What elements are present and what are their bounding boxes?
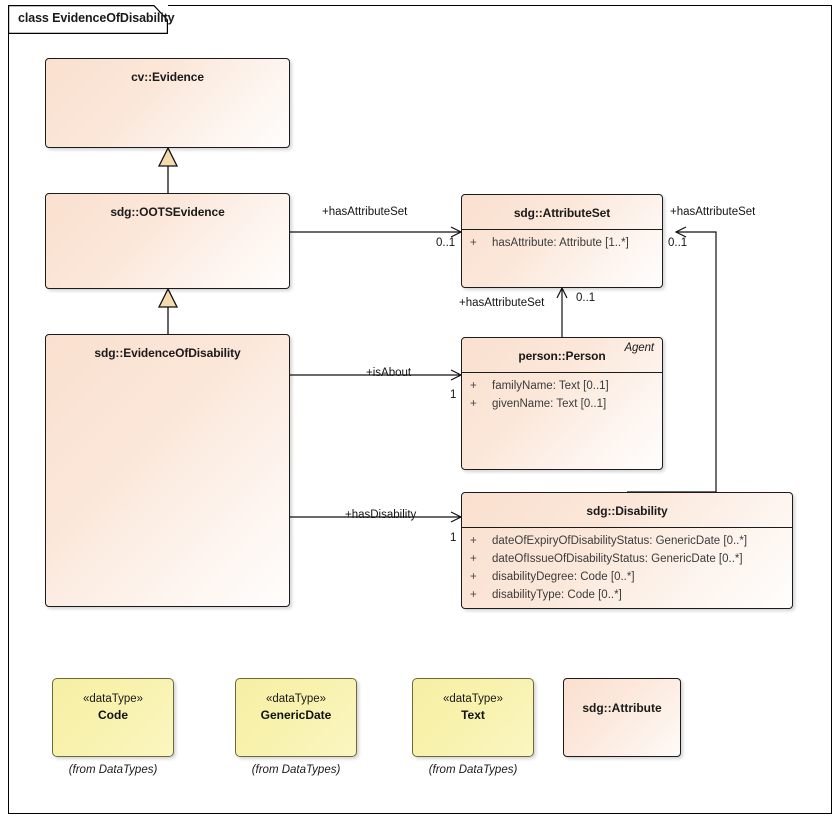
connector-multiplicity-isabout: 1 [450, 389, 457, 401]
class-sdg-attributeset-name: sdg::AttributeSet [513, 206, 611, 220]
attribute-signature: hasAttribute: Attribute [1..*] [492, 237, 629, 249]
diagram-title: class EvidenceOfDisability [18, 11, 175, 25]
datatype-code-from: (from DataTypes) [68, 764, 158, 776]
attribute-visibility: + [470, 535, 477, 547]
attribute-visibility: + [470, 398, 477, 410]
datatype-code-name: Code [98, 708, 128, 722]
class-sdg-attribute-name: sdg::Attribute [582, 701, 662, 715]
connector-label-oots-hasattributeset: +hasAttributeSet [322, 206, 408, 218]
attribute-signature: dateOfIssueOfDisabilityStatus: GenericDa… [492, 553, 743, 565]
datatype-text[interactable]: «dataType» Text [412, 678, 534, 757]
attribute-visibility: + [470, 571, 477, 583]
datatype-text-name: Text [461, 708, 485, 722]
connector-multiplicity-oots-hasattributeset: 0..1 [436, 237, 456, 249]
attribute-signature: familyName: Text [0..1] [492, 380, 609, 392]
attribute-row: + disabilityDegree: Code [0..*] [462, 568, 792, 586]
attribute-row: + givenName: Text [0..1] [462, 395, 662, 413]
class-person-person-name: person::Person [518, 349, 606, 363]
attribute-signature: dateOfExpiryOfDisabilityStatus: GenericD… [492, 535, 748, 547]
datatype-genericdate-stereotype: «dataType» [265, 693, 327, 705]
connector-label-disability-hasattributeset: +hasAttributeSet [670, 206, 756, 218]
connector-label-hasdisability: +hasDisability [345, 509, 417, 521]
datatype-genericdate-from: (from DataTypes) [251, 764, 341, 776]
attribute-row: + dateOfIssueOfDisabilityStatus: GenericD… [462, 550, 792, 568]
attribute-signature: disabilityType: Code [0..*] [492, 589, 622, 601]
attribute-visibility: + [470, 589, 477, 601]
datatype-code[interactable]: «dataType» Code [52, 678, 174, 757]
connector-label-person-hasattributeset: +hasAttributeSet [459, 297, 545, 309]
class-sdg-disability-attributes: + dateOfExpiryOfDisabilityStatus: Generic… [462, 528, 792, 608]
attribute-visibility: + [470, 553, 477, 565]
class-cv-evidence[interactable]: cv::Evidence [45, 58, 290, 148]
class-sdg-evidenceofdisability[interactable]: sdg::EvidenceOfDisability [45, 334, 290, 607]
class-sdg-attributeset[interactable]: sdg::AttributeSet + hasAttribute: Attribu… [461, 194, 663, 288]
attribute-row: + dateOfExpiryOfDisabilityStatus: Generic… [462, 532, 792, 550]
datatype-code-stereotype: «dataType» [82, 693, 144, 705]
connector-label-isabout: +isAbout [366, 367, 412, 379]
attribute-signature: givenName: Text [0..1] [492, 398, 607, 410]
connector-multiplicity-disability-hasattributeset: 0..1 [668, 237, 688, 249]
connector-multiplicity-hasdisability: 1 [450, 532, 457, 544]
class-sdg-ootsevidence[interactable]: sdg::OOTSEvidence [45, 193, 290, 289]
class-sdg-attribute[interactable]: sdg::Attribute [563, 678, 681, 757]
class-person-person-name-row: Agent person::Person [462, 338, 662, 372]
attribute-row: + hasAttribute: Attribute [1..*] [462, 234, 662, 252]
class-person-person-stereotype: Agent [624, 342, 654, 354]
class-person-person-divider [462, 372, 662, 373]
class-person-person-attributes: + familyName: Text [0..1] + givenName: Tex… [462, 373, 662, 419]
attribute-row: + familyName: Text [0..1] [462, 377, 662, 395]
class-cv-evidence-name: cv::Evidence [131, 70, 204, 84]
datatype-genericdate[interactable]: «dataType» GenericDate [235, 678, 357, 757]
class-sdg-attributeset-attributes: + hasAttribute: Attribute [1..*] [462, 230, 662, 258]
class-sdg-disability[interactable]: sdg::Disability + dateOfExpiryOfDisabilit… [461, 492, 793, 609]
datatype-text-stereotype: «dataType» [442, 693, 504, 705]
datatype-text-from: (from DataTypes) [428, 764, 518, 776]
datatype-genericdate-name: GenericDate [260, 708, 332, 722]
class-sdg-evidenceofdisability-name: sdg::EvidenceOfDisability [94, 346, 241, 360]
class-sdg-ootsevidence-name: sdg::OOTSEvidence [110, 205, 225, 219]
frame-tab-shape [8, 5, 168, 34]
attribute-row: + disabilityType: Code [0..*] [462, 586, 792, 604]
class-sdg-attributeset-divider [462, 229, 662, 230]
class-sdg-disability-divider [462, 527, 792, 528]
attribute-visibility: + [470, 237, 477, 249]
attribute-signature: disabilityDegree: Code [0..*] [492, 571, 635, 583]
class-person-person[interactable]: Agent person::Person + familyName: Text [… [461, 337, 663, 470]
connector-multiplicity-person-hasattributeset: 0..1 [576, 292, 596, 304]
diagram-frame-tab: class EvidenceOfDisability [8, 5, 175, 34]
class-sdg-disability-name: sdg::Disability [586, 504, 668, 518]
attribute-visibility: + [470, 380, 477, 392]
